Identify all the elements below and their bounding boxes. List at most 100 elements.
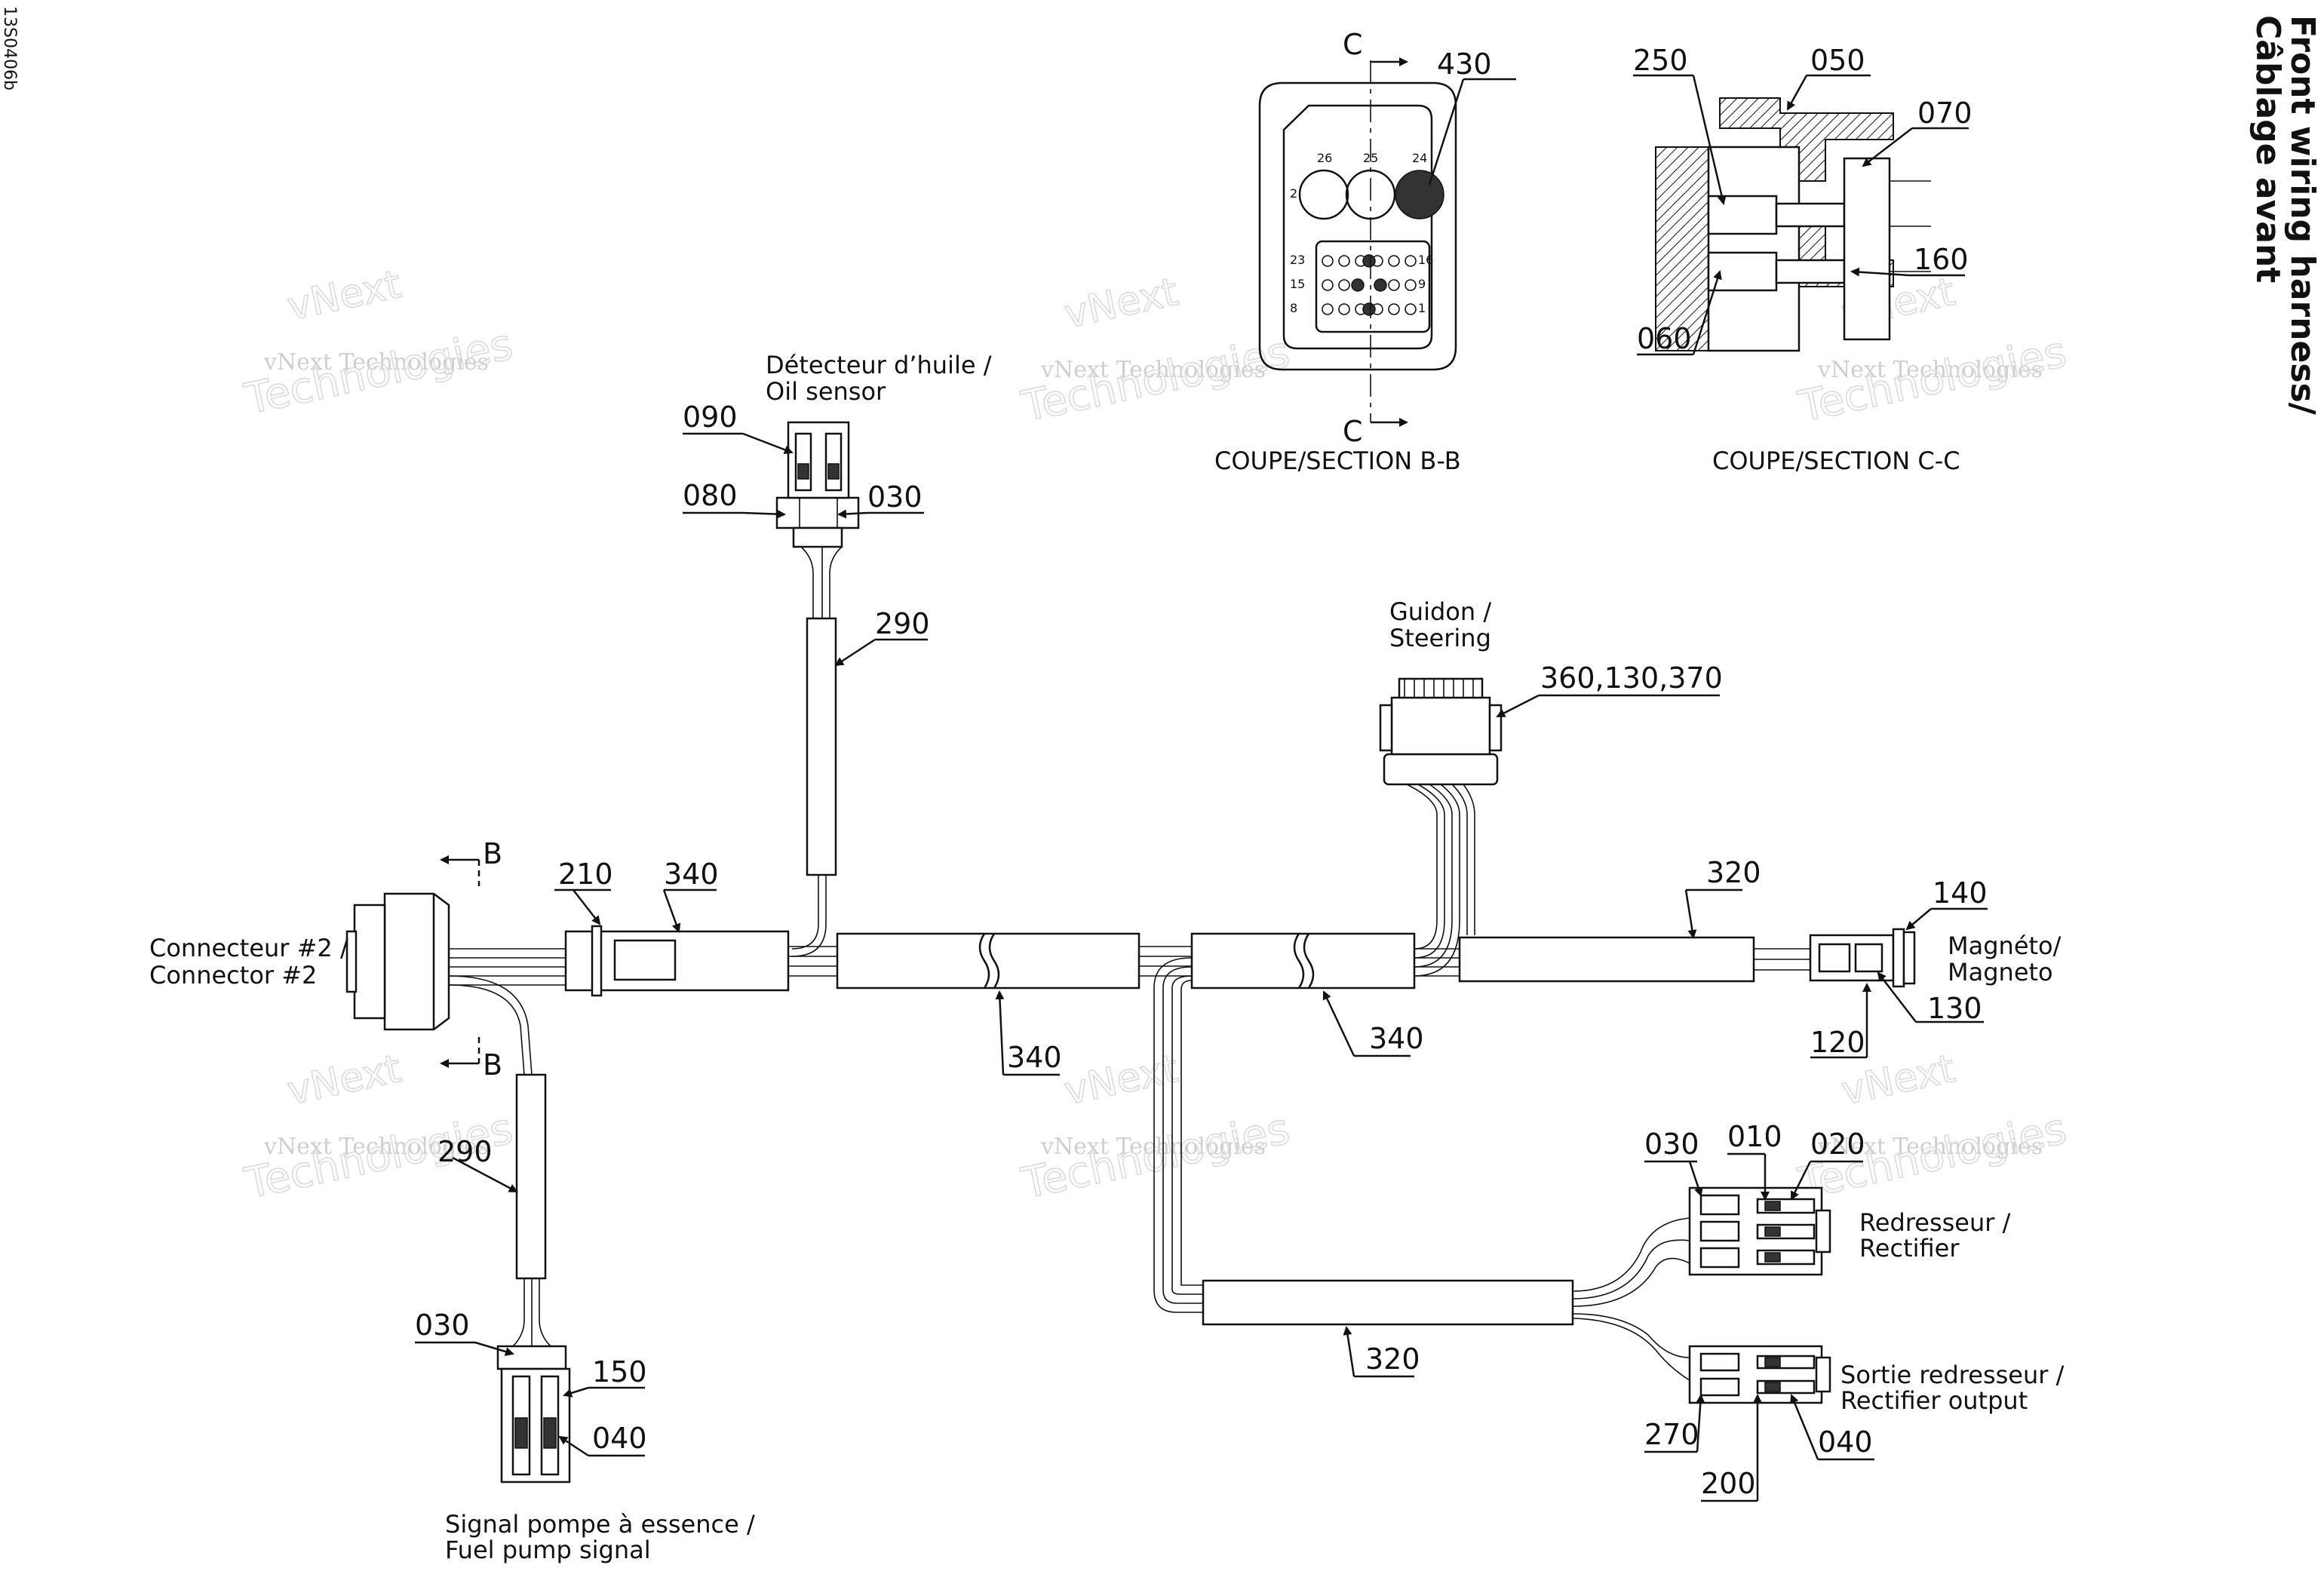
part-040-fuel: 040 [592, 1422, 647, 1455]
doc-code: 13S0406b [0, 6, 19, 91]
magneto-connector: 140 130 120 Magnéto/ Magneto [1809, 876, 2062, 1059]
sleeve-340 [564, 930, 790, 992]
watermark-text: vNext [284, 1046, 405, 1114]
pin-number: 26 [1317, 151, 1332, 165]
part-270-out: 270 [1644, 1418, 1699, 1451]
watermark-text: vNext [1061, 1046, 1182, 1114]
part-050: 050 [1810, 44, 1865, 77]
watermark-text: vNext Technologies [263, 1134, 489, 1160]
part-030-oil: 030 [867, 480, 923, 514]
part-200-out: 200 [1701, 1467, 1756, 1500]
pin-grid [1322, 254, 1417, 316]
part-030-rect: 030 [1644, 1128, 1699, 1161]
watermark-text: vNext [1061, 269, 1182, 337]
watermark-text: Technologies [1018, 327, 1294, 432]
part-210: 210 [558, 858, 613, 891]
sleeve-320-bottom [1202, 1279, 1574, 1326]
watermark-text: vNext Technologies [1040, 1134, 1266, 1160]
fuel-pump-branch: 030 150 040 290 Signal pompe à essence /… [415, 975, 755, 1564]
watermark-text: vNext Technologies [1817, 357, 2043, 383]
part-250: 250 [1633, 44, 1688, 77]
part-340-right: 340 [1369, 1022, 1424, 1055]
part-290-fuel: 290 [437, 1135, 493, 1168]
steering-label: Guidon / [1389, 597, 1491, 626]
rectifier-label: Rectifier [1859, 1234, 1960, 1263]
magneto-label: Magneto [1948, 958, 2053, 986]
part-160: 160 [1914, 243, 1969, 276]
section-cc-body [1707, 146, 1801, 352]
magneto-label: Magnéto/ [1948, 931, 2062, 960]
pin-number: 8 [1290, 301, 1297, 315]
connector-2-label: Connecteur #2 / [149, 934, 348, 962]
section-cc-terminal [1775, 202, 1846, 228]
fuel-pump-label: Fuel pump signal [445, 1536, 651, 1564]
pin-number: 9 [1418, 277, 1426, 291]
part-150-fuel: 150 [592, 1355, 647, 1388]
title-line-1: Front wiring harness/ [2283, 15, 2322, 416]
watermark-text: vNext Technologies [1040, 357, 1266, 383]
watermark-text: Technologies [1018, 1104, 1294, 1209]
part-030-fuel: 030 [415, 1309, 470, 1342]
oil-sensor-label: Oil sensor [766, 377, 886, 406]
cavity-26 [1298, 169, 1349, 220]
section-cc-caption: COUPE/SECTION C-C [1712, 446, 1960, 475]
pin-number: 16 [1418, 253, 1433, 267]
connector-2-label: Connector #2 [149, 961, 317, 990]
rectifier-branch: Redresseur / Rectifier 010 030 020 Sorti… [1153, 957, 2065, 1502]
section-bb-view: C C 26 25 24 2 23 16 15 9 8 1 430 COUPE/… [1214, 28, 1516, 475]
part-430: 430 [1437, 48, 1492, 81]
part-010-rect: 010 [1727, 1120, 1782, 1153]
part-340-mid: 340 [1007, 1041, 1062, 1074]
section-cc-terminal [1775, 259, 1846, 284]
part-040-out: 040 [1818, 1425, 1873, 1459]
part-320-bottom: 320 [1365, 1342, 1420, 1376]
sleeve-290-fuel [515, 1073, 547, 1280]
cavity-24 [1395, 170, 1444, 219]
section-cc-terminal [1707, 195, 1778, 235]
section-bb-inner [1282, 104, 1433, 350]
section-cc-view: 250 050 070 160 060 COUPE/SECTION C-C [1633, 44, 1972, 475]
section-cc-housing [1719, 97, 1894, 182]
connector-2: B B Connecteur #2 / Connector #2 [149, 837, 502, 1082]
sleeve-290-oil [806, 617, 837, 876]
section-cc-latch [1843, 157, 1891, 341]
part-140: 140 [1933, 876, 1988, 910]
cut-label-bottom: C [1343, 415, 1363, 448]
section-b-label-top: B [483, 837, 502, 870]
part-020-rect: 020 [1810, 1128, 1865, 1161]
cut-label-top: C [1343, 28, 1363, 61]
sleeve-320-top [1458, 936, 1755, 983]
rect-out-label: Rectifier output [1840, 1386, 2028, 1415]
rect-out-label: Sortie redresseur / [1840, 1361, 2065, 1389]
part-320-top: 320 [1706, 856, 1761, 889]
title-block: Front wiring harness/ Câblage avant [2249, 15, 2322, 416]
part-070: 070 [1917, 97, 1972, 130]
pin-number: 1 [1418, 301, 1426, 315]
section-bb-pin-block [1315, 240, 1431, 333]
section-cc-seal [1655, 146, 1709, 351]
section-bb-caption: COUPE/SECTION B-B [1214, 446, 1461, 475]
oil-sensor-label: Détecteur d’huile / [766, 351, 992, 379]
watermark-text: vNext Technologies [263, 349, 489, 376]
label-210 [613, 939, 677, 981]
section-cc-terminal [1707, 251, 1778, 292]
part-130: 130 [1927, 992, 1982, 1025]
oil-sensor-branch: Détecteur d’huile / Oil sensor 090 080 0… [683, 351, 992, 957]
part-steer-group: 360,130,370 [1540, 661, 1723, 695]
section-b-label-bottom: B [483, 1048, 502, 1082]
steering-label: Steering [1389, 624, 1491, 652]
part-120: 120 [1810, 1026, 1865, 1059]
part-090: 090 [683, 400, 738, 434]
pin-number: 25 [1363, 151, 1378, 165]
part-060: 060 [1637, 322, 1692, 355]
part-290-oil: 290 [875, 607, 930, 640]
title-line-2: Câblage avant [2249, 15, 2287, 283]
section-bb-outline [1258, 81, 1457, 371]
watermark-text: vNext [284, 262, 405, 330]
main-harness [449, 925, 1810, 997]
fuel-pump-label: Signal pompe à essence / [445, 1510, 755, 1539]
pin-number: 23 [1290, 253, 1305, 267]
watermark-text: Technologies [1794, 327, 2071, 432]
pin-number: 24 [1412, 151, 1427, 165]
